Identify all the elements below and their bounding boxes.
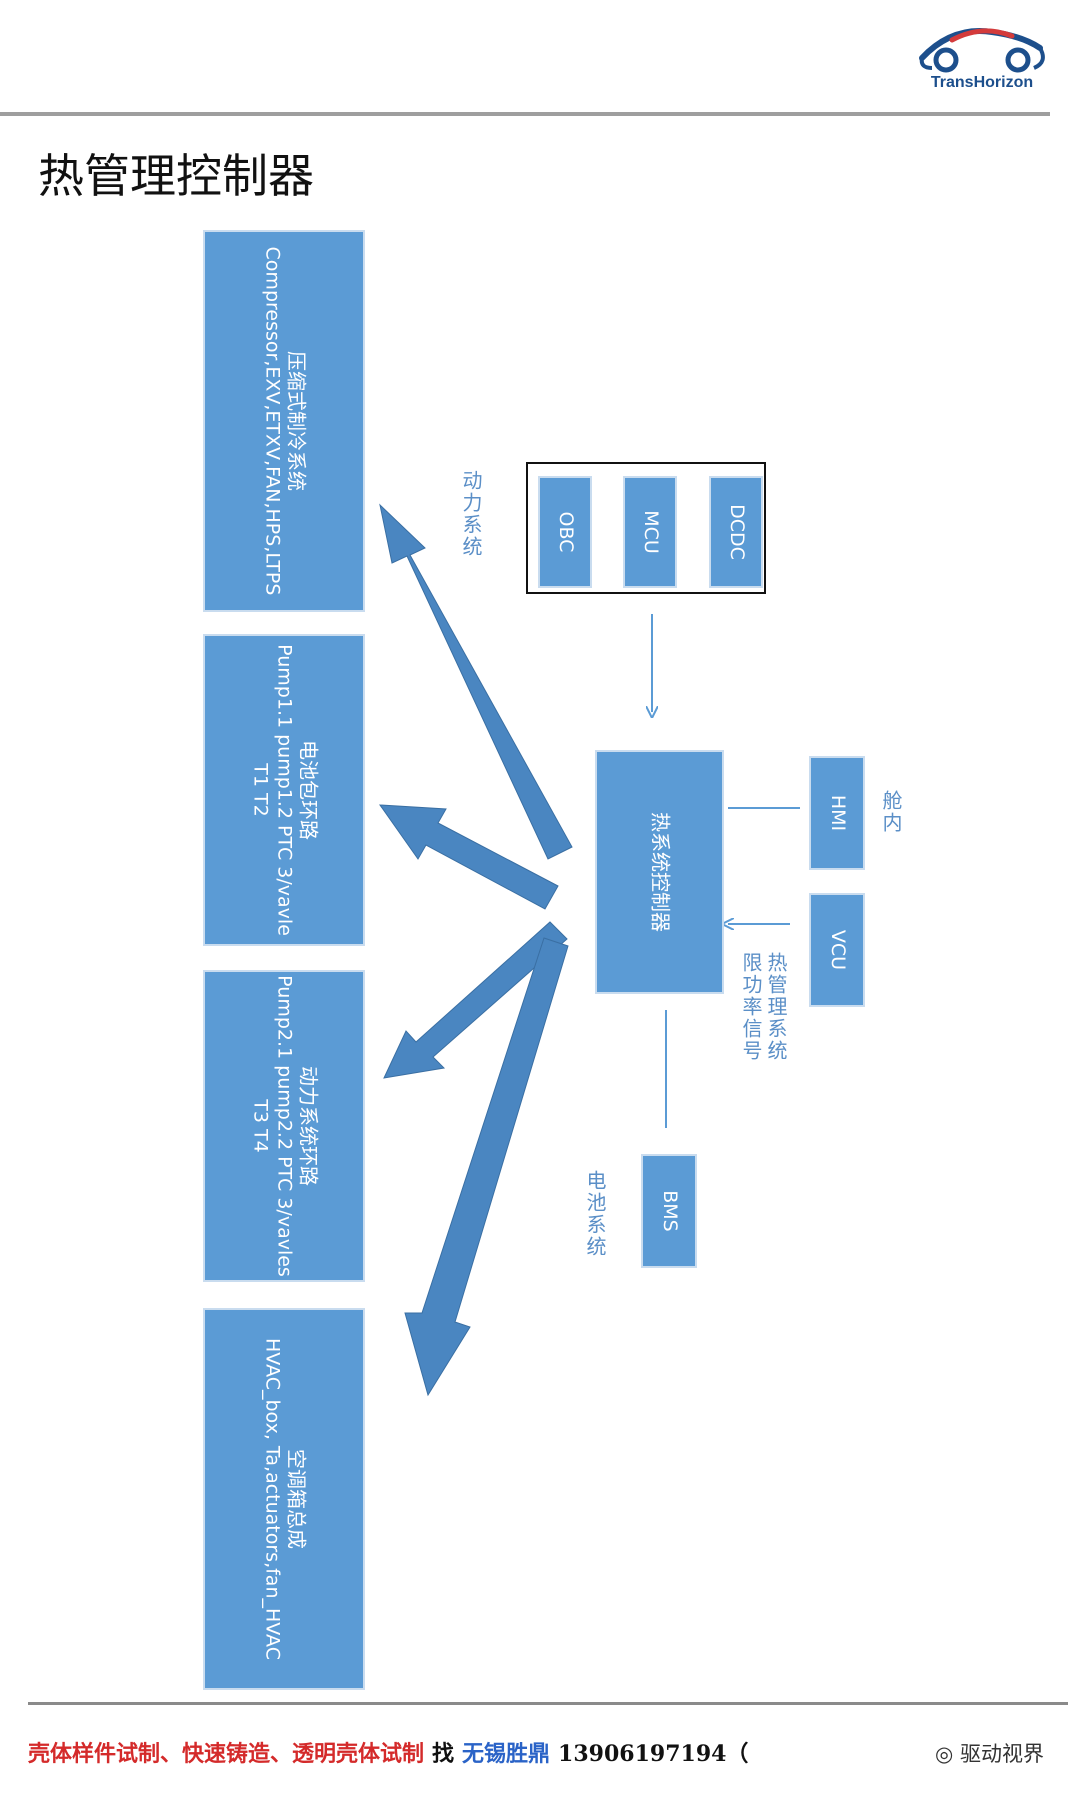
label-power-limit-signal: 热管理系统限功率信号: [739, 952, 788, 1062]
loop-title: 空调箱总成: [284, 1449, 309, 1549]
transhorizon-logo: TransHorizon: [912, 18, 1052, 98]
source-group-frame: [526, 462, 766, 594]
loop-detail-2: T3 T4: [249, 1099, 272, 1153]
loop-detail: HVAC_box, Ta,actuators,fan_HVAC: [261, 1338, 284, 1660]
car-swirl-icon: [919, 28, 1045, 73]
label-battery-system: 电池系统: [583, 1170, 607, 1258]
hmi-label: HMI: [826, 794, 849, 832]
obc-label: OBC: [554, 511, 577, 553]
thermal-system-controller-box: 热系统控制器: [597, 752, 722, 992]
loop-title: 动力系统环路: [296, 1065, 321, 1186]
loop-detail: Pump1.1 pump1.2 PTC 3/vavle: [273, 644, 296, 936]
controller-label: 热系统控制器: [648, 812, 672, 932]
arrow-to-battery-loop: [378, 804, 559, 910]
page-title: 热管理控制器: [38, 149, 314, 203]
header-divider: [0, 112, 1050, 116]
bms-box: BMS: [643, 1156, 695, 1266]
loop-detail: Compressor,EXV,ETXV,FAN,HPS,LTPS: [261, 246, 284, 596]
obc-box: OBC: [540, 478, 590, 586]
powertrain-loop-box: 动力系统环路 Pump2.1 pump2.2 PTC 3/vavles T3 T…: [205, 972, 363, 1280]
arrow-to-refrigeration: [379, 503, 573, 860]
footer-phone-number: 13906197194（: [558, 1741, 749, 1767]
label-cabin: 舱内: [879, 790, 903, 834]
watermark-text: 驱动视界: [960, 1742, 1044, 1766]
hmi-box: HMI: [811, 758, 863, 868]
vcu-box: VCU: [811, 895, 863, 1005]
logo-text: TransHorizon: [930, 74, 1034, 91]
vcu-label: VCU: [826, 929, 849, 971]
footer-find-text: 找: [432, 1741, 455, 1767]
bms-label: BMS: [658, 1190, 681, 1232]
mcu-label: MCU: [639, 510, 662, 554]
refrigeration-system-box: 压缩式制冷系统 Compressor,EXV,ETXV,FAN,HPS,LTPS: [205, 232, 363, 610]
loop-title: 电池包环路: [296, 739, 321, 840]
footer-ad-banner: 壳体样件试制、快速铸造、透明壳体试制找无锡胜鼎 13906197194（: [28, 1736, 1058, 1768]
hvac-assembly-box: 空调箱总成 HVAC_box, Ta,actuators,fan_HVAC: [205, 1310, 363, 1688]
watermark: ◎ 驱动视界: [935, 1738, 1044, 1768]
loop-detail: Pump2.1 pump2.2 PTC 3/vavles: [273, 975, 296, 1277]
dcdc-box: DCDC: [711, 478, 761, 586]
label-powertrain-system: 动力系统: [459, 470, 483, 558]
loop-detail-2: T1 T2: [249, 763, 272, 817]
battery-loop-box: 电池包环路 Pump1.1 pump1.2 PTC 3/vavle T1 T2: [205, 636, 363, 944]
loop-title: 压缩式制冷系统: [284, 350, 309, 491]
footer-divider: [28, 1702, 1068, 1705]
mcu-box: MCU: [625, 478, 675, 586]
wechat-icon: ◎: [934, 1742, 954, 1766]
footer-ad-text: 壳体样件试制、快速铸造、透明壳体试制: [28, 1741, 425, 1767]
dcdc-label: DCDC: [725, 504, 748, 560]
arrow-to-hvac: [404, 937, 569, 1397]
footer-company-name: 无锡胜鼎: [462, 1741, 551, 1767]
